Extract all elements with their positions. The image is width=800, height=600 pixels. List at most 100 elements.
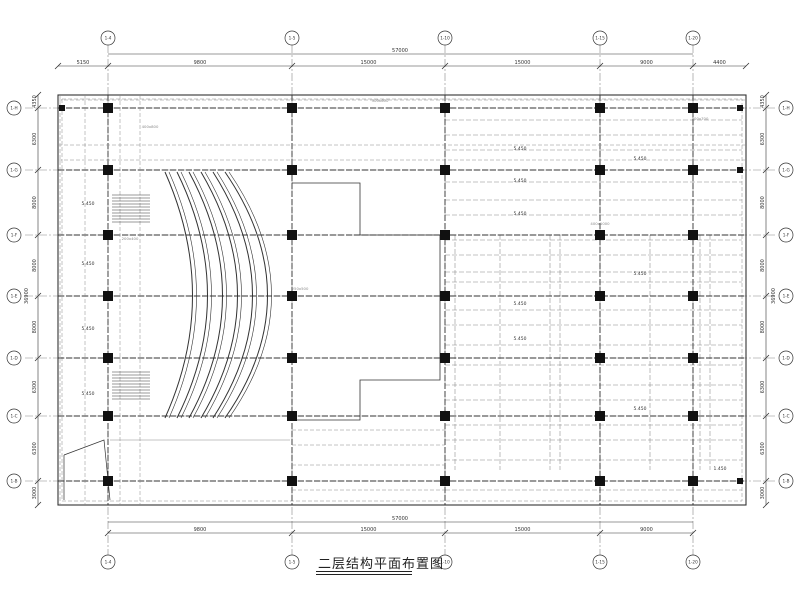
column bbox=[688, 353, 698, 363]
seating-tier bbox=[224, 171, 268, 419]
dim-left-text: 8000 bbox=[32, 259, 38, 272]
seating-tier-edge bbox=[204, 171, 242, 419]
grid-bubble-top-label: 1-5 bbox=[289, 36, 296, 41]
grid-bubble-right-label: 1-G bbox=[782, 168, 790, 173]
grid-bubble-bottom bbox=[100, 554, 116, 570]
dim-right-tick bbox=[762, 104, 770, 112]
dim-left-text: 8000 bbox=[32, 196, 38, 209]
inner-edge bbox=[61, 98, 743, 502]
dim-right-tick bbox=[762, 354, 770, 362]
dim-top-tick bbox=[441, 62, 449, 70]
grid-bubble-left bbox=[6, 350, 22, 366]
slab-elevation-label: 5.450 bbox=[514, 301, 527, 307]
slab-elevation-label: 5.450 bbox=[514, 211, 527, 217]
grid-bubble-bottom-label: 1-15 bbox=[595, 560, 605, 565]
grid-bubble-bottom bbox=[284, 554, 300, 570]
seating-tier bbox=[188, 171, 223, 419]
seating-tier-edge bbox=[228, 171, 272, 419]
grid-bubble-top-label: 1-20 bbox=[688, 36, 698, 41]
column bbox=[595, 476, 605, 486]
beam-size-label: 250x500 bbox=[292, 286, 309, 291]
dim-right-text: 6300 bbox=[760, 442, 766, 455]
grid-bubble-bottom-label: 1-20 bbox=[688, 560, 698, 565]
dim-top-tick bbox=[104, 62, 112, 70]
slab-elevation-label: 5.450 bbox=[82, 261, 95, 267]
dim-top-text: 9800 bbox=[194, 60, 207, 66]
dim-left-text: 6300 bbox=[32, 442, 38, 455]
column bbox=[440, 230, 450, 240]
stage-opening bbox=[292, 182, 441, 421]
dim-left-text: 6300 bbox=[32, 381, 38, 394]
column bbox=[595, 353, 605, 363]
dim-right-text: 6300 bbox=[760, 133, 766, 146]
dim-left-tick bbox=[34, 166, 42, 174]
column bbox=[688, 230, 698, 240]
grid-bubble-left bbox=[6, 162, 22, 178]
dim-right-tick bbox=[762, 477, 770, 485]
grid-bubble-right bbox=[778, 408, 794, 424]
grid-bubble-left bbox=[6, 473, 22, 489]
column bbox=[287, 165, 297, 175]
grid-bubble-right bbox=[778, 100, 794, 116]
dim-right-text: 6300 bbox=[760, 381, 766, 394]
dim-left-tick bbox=[34, 292, 42, 300]
title-underline bbox=[316, 571, 412, 572]
dim-left-tick bbox=[34, 231, 42, 239]
grid-bubble-right bbox=[778, 227, 794, 243]
slab-elevation-label: 1.450 bbox=[714, 466, 727, 472]
grid-bubble-left bbox=[6, 100, 22, 116]
column bbox=[287, 411, 297, 421]
slab-elevation-label: 5.450 bbox=[514, 336, 527, 342]
seating-tier-edge bbox=[216, 171, 257, 419]
dim-bottom-text: 15000 bbox=[515, 527, 531, 533]
column bbox=[440, 165, 450, 175]
grid-bubble-bottom-label: 1-10 bbox=[440, 560, 450, 565]
column bbox=[595, 291, 605, 301]
seating-tier-edge bbox=[180, 171, 212, 419]
column bbox=[287, 230, 297, 240]
grid-bubble-right-label: 1-E bbox=[783, 294, 790, 299]
dim-bottom-text: 9800 bbox=[194, 527, 207, 533]
dim-bottom-tick bbox=[596, 529, 604, 537]
seating-tier bbox=[212, 171, 253, 419]
grid-bubble-left-label: 1-F bbox=[11, 233, 18, 238]
column bbox=[688, 411, 698, 421]
dim-top-tick bbox=[596, 62, 604, 70]
column-small bbox=[737, 478, 743, 484]
dim-right-text: 3000 bbox=[760, 487, 766, 500]
dim-top-text: 15000 bbox=[515, 60, 531, 66]
dim-top-text: 4400 bbox=[713, 60, 726, 66]
dim-right-tick bbox=[762, 292, 770, 300]
grid-bubble-top bbox=[100, 30, 116, 46]
grid-bubble-bottom-label: 1-5 bbox=[289, 560, 296, 565]
dim-top-tick bbox=[742, 62, 750, 70]
dim-bottom-overall-text: 57000 bbox=[392, 516, 408, 522]
grid-bubble-right-label: 1-H bbox=[782, 106, 789, 111]
dim-left-tick bbox=[34, 501, 42, 509]
dim-left-tick bbox=[34, 412, 42, 420]
dim-bottom-tick bbox=[288, 529, 296, 537]
dim-bottom-tick bbox=[689, 529, 697, 537]
seating-tier-edge bbox=[192, 171, 227, 419]
drawing-title: 二层结构平面布置图 bbox=[318, 557, 445, 572]
column bbox=[688, 476, 698, 486]
grid-bubble-left-label: 1-G bbox=[10, 168, 18, 173]
dim-right-tick bbox=[762, 412, 770, 420]
dim-top-tick bbox=[54, 62, 62, 70]
slab-elevation-label: 5.450 bbox=[634, 271, 647, 277]
beam-size-label: 300x600 bbox=[372, 98, 389, 103]
column bbox=[440, 411, 450, 421]
grid-bubble-left bbox=[6, 227, 22, 243]
column-small bbox=[737, 167, 743, 173]
grid-bubble-top bbox=[592, 30, 608, 46]
beam-size-label: 200x400 bbox=[122, 236, 139, 241]
column-small bbox=[59, 105, 65, 111]
column bbox=[103, 291, 113, 301]
column bbox=[103, 165, 113, 175]
column bbox=[103, 230, 113, 240]
column bbox=[103, 353, 113, 363]
beam-size-label: 400x800 bbox=[142, 124, 159, 129]
slab-elevation-label: 5.450 bbox=[82, 326, 95, 332]
